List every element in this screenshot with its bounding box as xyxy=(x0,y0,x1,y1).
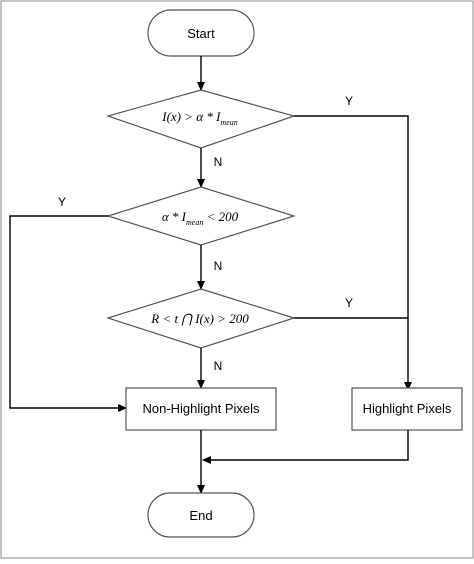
decision2-no-label: N xyxy=(214,259,223,273)
decision3-yes-label: Y xyxy=(345,296,353,310)
end-label: End xyxy=(189,508,212,523)
decision2-yes-label: Y xyxy=(58,195,66,209)
decision3-no-label: N xyxy=(214,359,223,373)
highlight-label: Highlight Pixels xyxy=(363,401,452,416)
highlight-box xyxy=(351,387,463,431)
non-highlight-label: Non-Highlight Pixels xyxy=(142,401,260,416)
decision1-yes-label: Y xyxy=(345,94,353,108)
edge-decision1-yes xyxy=(294,115,412,391)
edge-highlight-to-merge xyxy=(202,430,409,464)
decision2-diamond xyxy=(105,186,297,246)
decision2-condition: α * Imean < 200 xyxy=(162,209,239,227)
decision1-condition: I(x) > α * Imean xyxy=(161,109,238,127)
decision3-condition: R < t ⋂ I(x) > 200 xyxy=(150,311,249,326)
end-terminal xyxy=(147,492,255,538)
start-label: Start xyxy=(187,26,215,41)
edge-decision2-yes xyxy=(9,215,127,412)
decision1-no-label: N xyxy=(214,155,223,169)
